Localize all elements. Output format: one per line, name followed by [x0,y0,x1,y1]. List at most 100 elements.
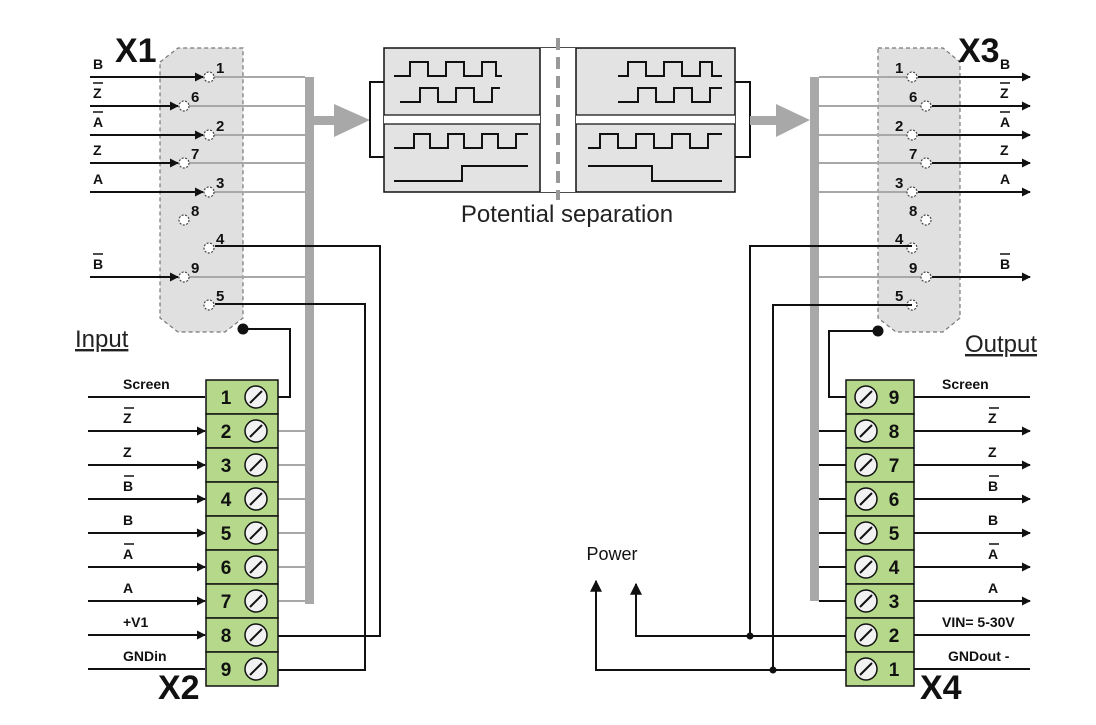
wire-x1-pin5-to-x2-9 [215,303,366,671]
x3-signal-label: B [1000,56,1010,72]
x2-screw-slot [249,390,263,404]
x2-signal-label: A [123,546,133,562]
x2-terminal-number: 2 [221,422,232,443]
x3-label: X3 [958,32,1000,70]
x4-terminal-number: 6 [889,490,900,511]
x2-terminal-number: 5 [221,524,232,545]
x2-screw-slot [249,526,263,540]
x4-screw-slot [859,560,873,574]
waveform-out-4 [588,165,722,182]
x1-pin-number: 5 [216,288,224,305]
x4-screw-slot [859,424,873,438]
wire-x3-screen-to-x4-9 [828,330,878,398]
x1-pin-hole [203,299,215,311]
x3-signal-label: Z [1000,142,1009,158]
x2-terminal-number: 8 [221,626,232,647]
x4-signal-label: A [988,546,998,562]
x1-pin-hole [203,71,215,83]
x3-pin-number: 9 [909,260,917,277]
x2-label: X2 [158,669,200,707]
x1-pin-number: 7 [191,146,199,163]
x2-screw-slot [249,594,263,608]
x1-connector-body [159,47,244,333]
waveform-group [394,61,722,182]
x1-signal-label: B [93,256,103,272]
x3-pin-hole [906,129,918,141]
wire-x1-screen-to-x2-1 [243,328,291,398]
x1-pin-number: 4 [216,231,225,248]
x2-signal-label: GNDin [123,648,167,664]
x2-screw-slot [249,424,263,438]
x3-pin-hole [920,157,932,169]
x3-pin-hole [906,242,918,254]
black-wiring [215,245,912,671]
x3-pin-hole [920,100,932,112]
wire-x1-pin4-to-x2-8 [215,245,381,637]
x1-pin-number: 8 [191,203,199,220]
wire-x3-pin4-to-x4-2 [749,245,912,637]
x4-signal-label: Z [988,410,997,426]
waveform-out-1 [618,61,722,77]
x4-screw-slot [859,662,873,676]
junction-power-ground [769,666,777,674]
x2-signal-label: Screen [123,376,170,392]
waveform-out-2 [618,87,722,103]
x2-terminal-number: 9 [221,660,232,681]
waveform-in-2 [400,87,500,103]
x4-terminal-number: 5 [889,524,900,545]
x3-signal-label: A [1000,171,1010,187]
x2-terminal-number: 3 [221,456,232,477]
x2-signal-label: +V1 [123,614,149,630]
x4-screw-slot [859,458,873,472]
x1-pin-number: 2 [216,118,224,135]
x3-pin-hole [920,214,932,226]
x2-signal-label: Z [123,410,132,426]
x2-signal-label: A [123,580,133,596]
x4-screw-slot [859,628,873,642]
x1-pin-hole [203,129,215,141]
junction-screen-left [237,323,249,335]
x4-screw-slot [859,594,873,608]
x4-terminal-number: 2 [889,626,900,647]
x3-pin-number: 6 [909,89,917,106]
x3-pin-number: 8 [909,203,917,220]
x4-signal-label: B [988,512,998,528]
x3-pin-number: 7 [909,146,917,163]
x2-terminal-number: 7 [221,592,232,613]
x2-signal-label: B [123,512,133,528]
x4-signal-label: GNDout - [948,648,1010,664]
x4-terminal-number: 8 [889,422,900,443]
left-flow-arrow [314,104,370,137]
x1-pin-hole [178,271,190,283]
x1-label: X1 [115,32,157,70]
potential-separation-caption: Potential separation [461,201,673,228]
x2-signal-label: B [123,478,133,494]
x4-signal-label: Screen [942,376,989,392]
x2-screw-slot [249,662,263,676]
input-section-label: Input [75,326,129,353]
waveform-in-3 [394,133,528,149]
waveform-in-1 [394,61,502,77]
x2-screw-slot [249,492,263,506]
x1-pin-hole [203,186,215,198]
x1-signal-label: Z [93,142,102,158]
x4-terminal-number: 1 [889,660,900,681]
x4-terminal-number: 4 [889,558,900,579]
waveform-out-3 [588,133,722,149]
x2-terminal-number: 1 [221,388,232,409]
potential-separation-block: Potential separation [369,38,751,228]
wire-power-positive [630,582,750,637]
x2-screw-slot [249,458,263,472]
x3-signal-label: Z [1000,85,1009,101]
x4-screw-slot [859,390,873,404]
x4-signal-label: A [988,580,998,596]
x1-pin-hole [178,157,190,169]
x2-signal-label: Z [123,444,132,460]
x1-pin-number: 1 [216,60,224,77]
wire-x3-pin5-to-x4-1 [772,304,912,671]
